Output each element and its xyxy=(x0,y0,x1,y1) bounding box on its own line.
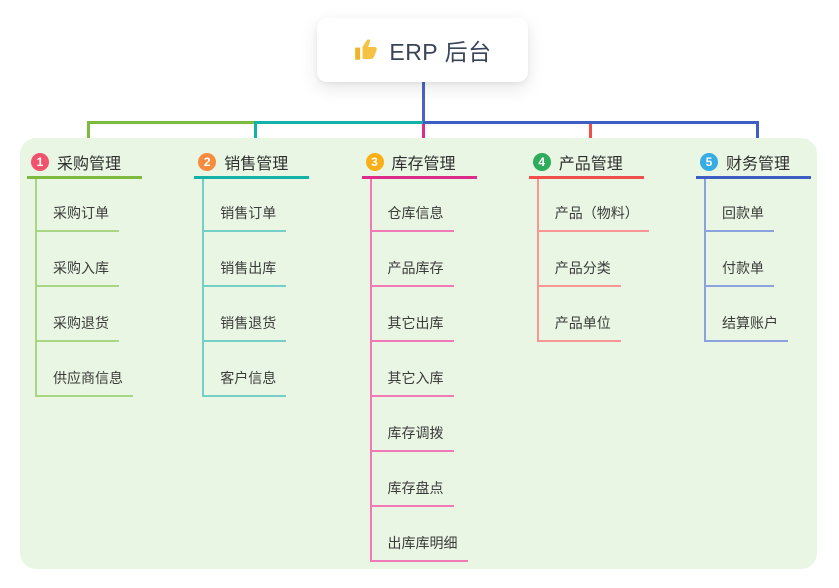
thumbs-up-icon xyxy=(355,39,378,60)
branch-underline xyxy=(528,176,644,179)
child-topic-row[interactable]: 产品单位 xyxy=(536,287,687,342)
child-topic-label: 其它入库 xyxy=(371,368,454,397)
root-stem-line xyxy=(421,82,425,124)
branch-header[interactable]: 5 财务管理 xyxy=(696,150,839,174)
branch-drop-3 xyxy=(421,124,425,148)
branch-label: 销售管理 xyxy=(224,156,289,173)
branch-label: 产品管理 xyxy=(558,156,623,173)
child-topic-label: 采购退货 xyxy=(37,313,119,342)
child-topic-label: 供应商信息 xyxy=(37,368,133,397)
branch-drop-2 xyxy=(254,121,258,148)
branch-children-list: 产品（物料） 产品分类产品单位 xyxy=(536,179,687,342)
branch-number-badge: 2 xyxy=(198,153,217,171)
branch-number-badge: 4 xyxy=(532,153,551,171)
child-topic-row[interactable]: 其它出库 xyxy=(369,287,520,342)
trunk-segment-1 xyxy=(88,121,259,124)
child-topic-label: 出库库明细 xyxy=(371,533,468,562)
branch-column: 2 销售管理 销售订单销售出库销售退货客户信息 xyxy=(194,138,352,397)
branch-label: 财务管理 xyxy=(726,156,791,173)
child-topic-row[interactable]: 库存盘点 xyxy=(369,452,520,507)
branch-header[interactable]: 1 采购管理 xyxy=(27,150,185,174)
child-topic-label: 库存盘点 xyxy=(371,478,454,507)
child-topic-label: 仓库信息 xyxy=(371,203,454,232)
child-topic-row[interactable]: 出库库明细 xyxy=(369,507,520,562)
branch-underline xyxy=(696,176,811,179)
child-topic-label: 销售出库 xyxy=(204,258,287,287)
child-topic-row[interactable]: 仓库信息 xyxy=(369,179,520,232)
child-topic-row[interactable]: 产品库存 xyxy=(369,232,520,287)
child-topic-label: 付款单 xyxy=(706,258,774,287)
child-topic-row[interactable]: 销售退货 xyxy=(202,287,352,342)
root-title: ERP 后台 xyxy=(389,39,492,65)
trunk-segment-5 xyxy=(423,121,759,124)
branch-children-list: 采购订单采购入库采购退货供应商信息 xyxy=(35,179,185,397)
branch-label: 库存管理 xyxy=(391,156,456,173)
branch-column: 4 产品管理 产品（物料） 产品分类产品单位 xyxy=(528,138,687,342)
child-topic-row[interactable]: 回款单 xyxy=(704,179,839,232)
root-node[interactable]: ERP 后台 xyxy=(317,18,528,82)
child-topic-label: 采购订单 xyxy=(37,203,119,232)
branch-drop-5 xyxy=(756,121,759,148)
child-topic-label: 回款单 xyxy=(706,203,774,232)
branch-underline xyxy=(194,176,310,179)
child-topic-row[interactable]: 其它入库 xyxy=(369,342,520,397)
branch-number-badge: 5 xyxy=(700,153,718,171)
branch-column: 3 库存管理 仓库信息产品库存其它出库其它入库库存调拨库存盘点出库库明细 xyxy=(361,138,520,562)
child-topic-label: 其它出库 xyxy=(371,313,454,342)
child-topic-label: 客户信息 xyxy=(204,368,287,397)
child-topic-row[interactable]: 采购订单 xyxy=(35,179,185,232)
child-topic-row[interactable]: 库存调拨 xyxy=(369,397,520,452)
branch-header[interactable]: 2 销售管理 xyxy=(194,150,352,174)
branch-underline xyxy=(27,176,142,179)
branch-underline xyxy=(361,176,477,179)
branch-number-badge: 3 xyxy=(365,153,384,171)
child-topic-row[interactable]: 结算账户 xyxy=(704,287,839,342)
branch-header[interactable]: 4 产品管理 xyxy=(529,150,687,174)
child-topic-label: 产品分类 xyxy=(538,258,621,287)
branch-children-list: 销售订单销售出库销售退货客户信息 xyxy=(202,179,352,397)
child-topic-label: 销售退货 xyxy=(204,313,287,342)
branch-number-badge: 1 xyxy=(31,153,49,171)
branch-children-list: 仓库信息产品库存其它出库其它入库库存调拨库存盘点出库库明细 xyxy=(369,179,520,562)
branch-header[interactable]: 3 库存管理 xyxy=(362,150,520,174)
child-topic-row[interactable]: 供应商信息 xyxy=(35,342,185,397)
child-topic-label: 产品单位 xyxy=(538,313,621,342)
branch-label: 采购管理 xyxy=(57,156,122,173)
branch-children-list: 回款单付款单结算账户 xyxy=(704,179,839,342)
child-topic-row[interactable]: 采购入库 xyxy=(35,232,185,287)
child-topic-row[interactable]: 销售订单 xyxy=(202,179,352,232)
child-topic-label: 结算账户 xyxy=(706,313,788,342)
branch-column: 1 采购管理 采购订单采购入库采购退货供应商信息 xyxy=(27,138,185,397)
child-topic-label: 产品库存 xyxy=(371,258,454,287)
child-topic-label: 采购入库 xyxy=(37,258,119,287)
child-topic-row[interactable]: 采购退货 xyxy=(35,287,185,342)
branches-panel: 1 采购管理 采购订单采购入库采购退货供应商信息 2 销售管理 销售订单销售出库… xyxy=(20,138,817,569)
child-topic-row[interactable]: 付款单 xyxy=(704,232,839,287)
child-topic-row[interactable]: 销售出库 xyxy=(202,232,352,287)
child-topic-label: 库存调拨 xyxy=(371,423,454,452)
branch-drop-1 xyxy=(87,121,90,148)
child-topic-row[interactable]: 产品（物料） xyxy=(536,179,687,232)
child-topic-label: 产品（物料） xyxy=(538,203,649,232)
trunk-segment-2 xyxy=(255,121,426,124)
branch-drop-4 xyxy=(588,124,592,148)
child-topic-row[interactable]: 产品分类 xyxy=(536,232,687,287)
branch-column: 5 财务管理 回款单付款单结算账户 xyxy=(696,138,839,342)
child-topic-row[interactable]: 客户信息 xyxy=(202,342,352,397)
child-topic-label: 销售订单 xyxy=(204,203,287,232)
